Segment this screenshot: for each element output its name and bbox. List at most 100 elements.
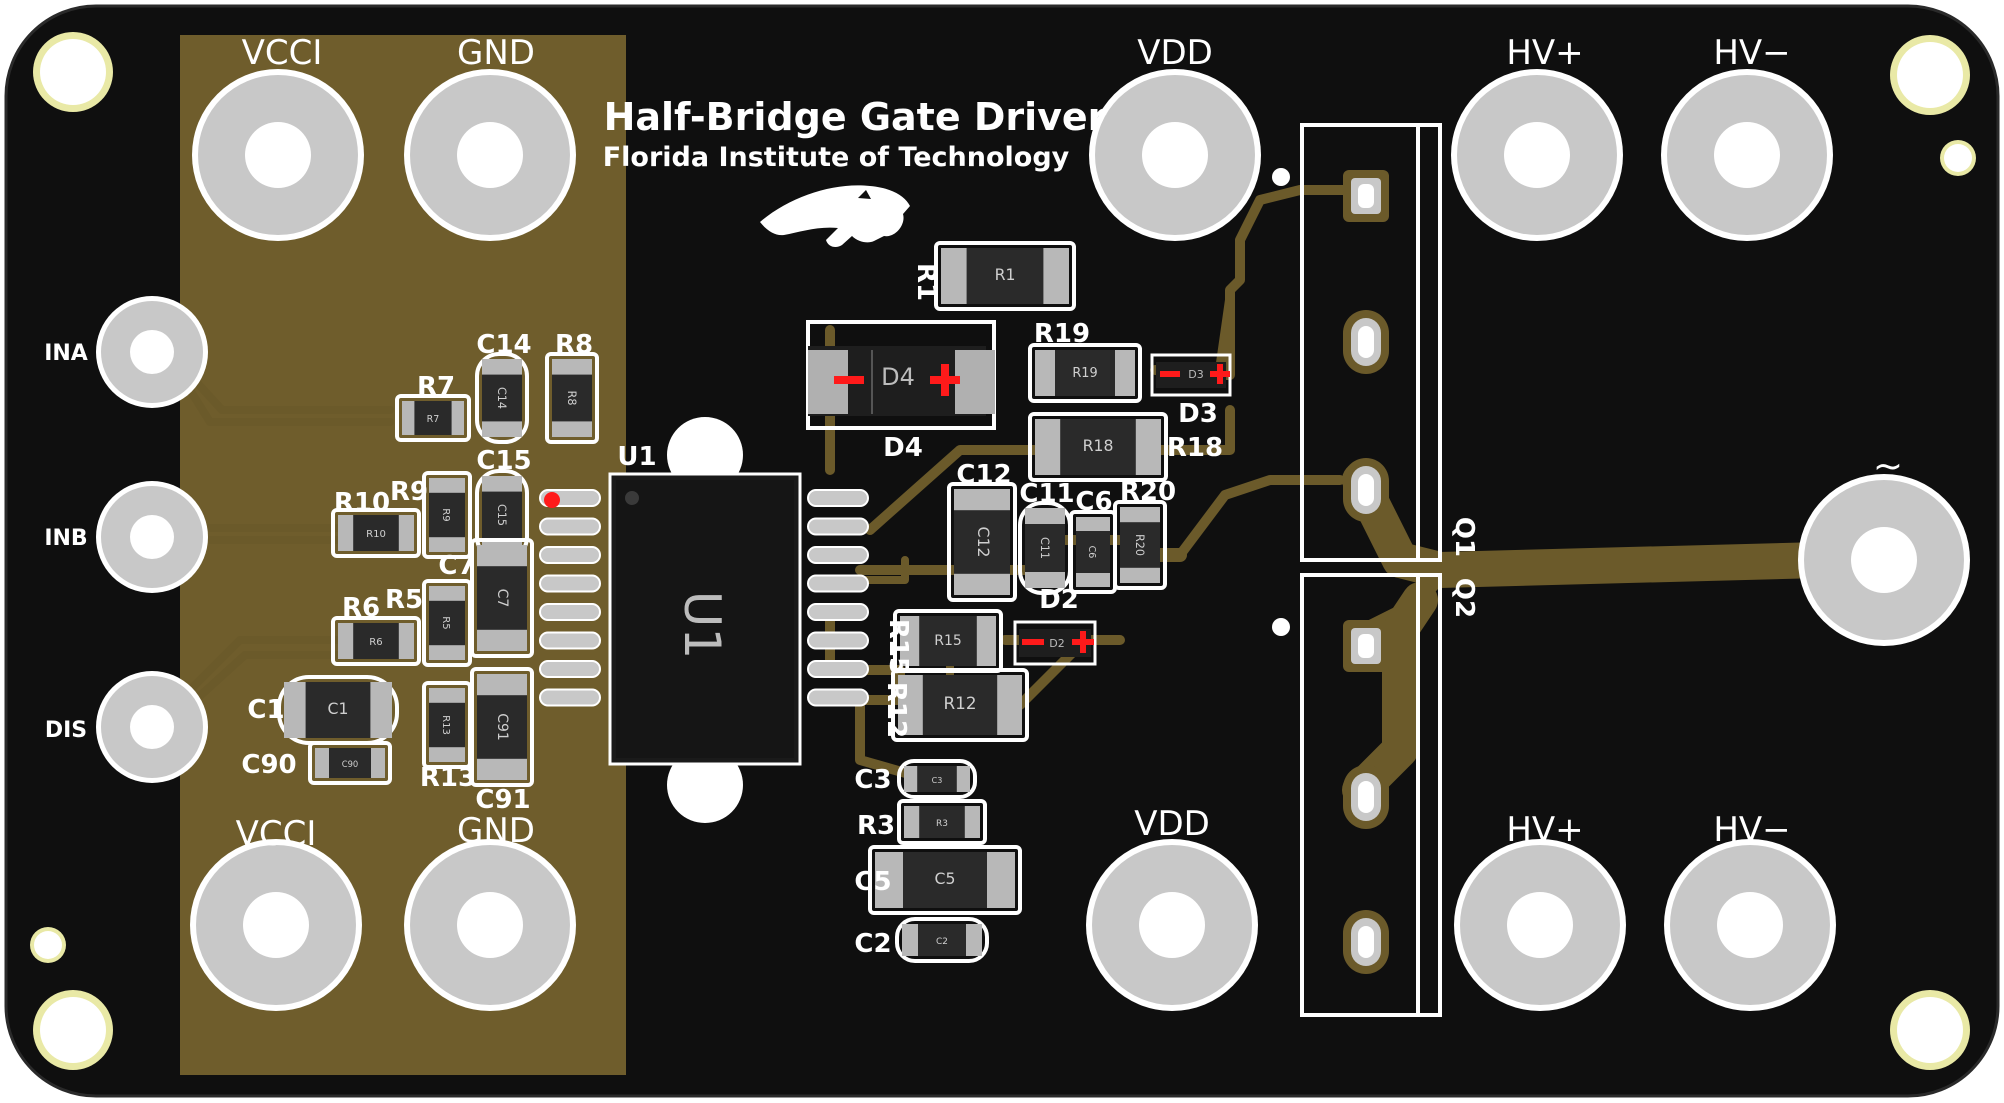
- part-c11: C11: [1018, 501, 1072, 595]
- refdes-c90: C90: [241, 750, 296, 780]
- part-r13: R13: [422, 681, 472, 769]
- terminal-vdd-top[interactable]: [1089, 69, 1261, 241]
- refdes-c91: C91: [475, 785, 530, 815]
- ic-u1-pins: [539, 489, 869, 707]
- part-body-mark: R10: [366, 529, 386, 540]
- ic-u1-pin-right: [807, 517, 869, 536]
- part-body-mark: R20: [1133, 534, 1146, 556]
- label-dis: DIS: [45, 718, 87, 743]
- terminal-hv-minus-bottom[interactable]: [1664, 839, 1836, 1011]
- ic-u1-pin-right: [807, 603, 869, 621]
- power-terminals: [190, 69, 1970, 1011]
- part-body-mark: C3: [932, 776, 943, 785]
- ic-u1-pin-right: [807, 489, 869, 507]
- ic-u1-pin-right: [807, 546, 869, 564]
- part-r12: R12: [891, 668, 1029, 742]
- refdes-c11: C11: [1019, 479, 1074, 509]
- part-r7: R7: [395, 394, 471, 442]
- part-r6: R6: [331, 616, 421, 666]
- terminal-vcci-bottom[interactable]: [190, 839, 362, 1011]
- refdes-q1: Q1: [1449, 517, 1479, 557]
- part-r20: R20: [1113, 500, 1167, 590]
- part-body-mark: R12: [943, 693, 976, 713]
- part-body-mark: R9: [440, 508, 451, 521]
- part-body-mark: R19: [1072, 366, 1097, 381]
- part-body-mark: C12: [974, 527, 993, 558]
- part-r9: R9: [422, 471, 472, 559]
- terminal-hv-plus-top[interactable]: [1451, 69, 1623, 241]
- part-c1: C1: [277, 675, 399, 745]
- refdes-r8: R8: [555, 330, 593, 360]
- pin-inb[interactable]: [96, 481, 208, 593]
- label-hv-minus-bottom: HV−: [1713, 810, 1790, 850]
- ic-u1-pin-right: [807, 660, 869, 678]
- terminal-vcci-top[interactable]: [192, 69, 364, 241]
- part-r19: R19: [1028, 343, 1142, 403]
- part-c91: C91: [470, 667, 534, 787]
- ic-u1-pin-right: [807, 574, 869, 593]
- refdes-r18: R18: [1167, 433, 1223, 463]
- part-body-mark-d2: D2: [1049, 637, 1064, 650]
- board-subtitle: Florida Institute of Technology: [603, 142, 1070, 173]
- label-hv-plus-bottom: HV+: [1506, 810, 1583, 850]
- label-vdd-top: VDD: [1137, 33, 1213, 73]
- refdes-r20: R20: [1120, 477, 1176, 507]
- refdes-r6: R6: [342, 593, 380, 623]
- label-vcci-top: VCCI: [242, 33, 323, 73]
- part-body-mark: R8: [565, 391, 578, 406]
- label-ina: INA: [44, 341, 88, 366]
- terminal-hv-plus-bottom[interactable]: [1454, 839, 1626, 1011]
- ic-u1-pin-left: [539, 660, 601, 678]
- refdes-d2: D2: [1039, 585, 1079, 615]
- label-gnd-bottom: GND: [457, 811, 535, 851]
- refdes-r9: R9: [390, 477, 428, 507]
- part-body-mark: R7: [427, 414, 440, 425]
- refdes-c5: C5: [854, 867, 891, 897]
- ic-u1-thermal-pad-bottom: [667, 747, 743, 823]
- pin-dis[interactable]: [96, 671, 208, 783]
- label-output: ~: [1873, 446, 1903, 487]
- part-body-mark: C11: [1038, 537, 1051, 559]
- refdes-r1: R1: [911, 263, 941, 301]
- panther-logo: [760, 185, 910, 248]
- part-body-mark: R15: [934, 633, 962, 649]
- part-r10: R10: [331, 508, 421, 558]
- refdes-r12: R12: [881, 682, 911, 738]
- ic-u1-pin-left: [539, 517, 601, 536]
- part-c3: C3: [897, 759, 977, 799]
- refdes-d4: D4: [883, 433, 923, 463]
- ic-u1-pin-right: [807, 688, 869, 707]
- ic-u1-pin1-marker: [544, 492, 560, 508]
- refdes-c3: C3: [854, 765, 891, 795]
- terminal-output[interactable]: [1798, 474, 1970, 646]
- pin-ina[interactable]: [96, 296, 208, 408]
- diode-d2: [1013, 620, 1097, 666]
- terminal-hv-minus-top[interactable]: [1661, 69, 1833, 241]
- diode-d4: [806, 320, 996, 430]
- label-inb: INB: [44, 526, 87, 551]
- ic-u1-pin-left: [539, 603, 601, 621]
- signal-pins: [96, 296, 208, 783]
- part-body-mark-u1: U1: [673, 591, 731, 659]
- terminal-vdd-bottom[interactable]: [1086, 839, 1258, 1011]
- refdes-c7: C7: [438, 551, 475, 581]
- part-r3: R3: [897, 799, 987, 845]
- part-c2: C2: [895, 917, 989, 963]
- part-r15: R15: [893, 609, 1003, 673]
- part-body-mark: R3: [936, 819, 948, 829]
- refdes-r5: R5: [385, 585, 423, 615]
- refdes-c12: C12: [956, 460, 1011, 490]
- ic-u1-pin-left: [539, 631, 601, 650]
- silkscreen-text: Half-Bridge Gate Driver Florida Institut…: [44, 33, 1903, 854]
- ic-u1: [539, 417, 869, 823]
- terminal-gnd-top[interactable]: [404, 69, 576, 241]
- ic-u1-pin-left: [539, 574, 601, 593]
- label-vdd-bottom: VDD: [1134, 804, 1210, 844]
- part-body-mark: R5: [440, 616, 451, 629]
- refdes-c1: C1: [247, 695, 284, 725]
- part-body-mark: C90: [342, 759, 359, 769]
- part-c7: C7: [470, 538, 534, 658]
- part-body-mark: C1: [328, 699, 349, 718]
- terminal-gnd-bottom[interactable]: [404, 839, 576, 1011]
